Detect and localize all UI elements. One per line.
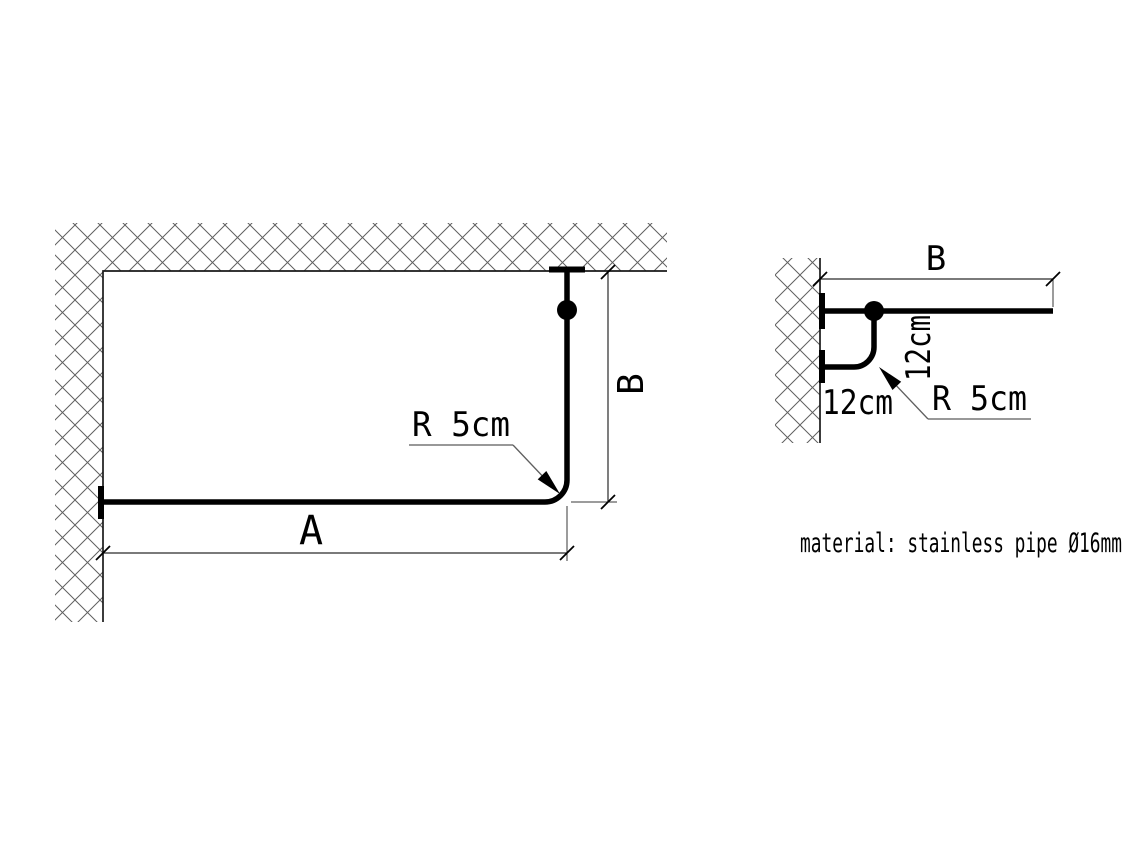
radius-leader-line: [890, 379, 929, 420]
wall-hatch: [775, 258, 820, 443]
dimension-b: B: [571, 264, 652, 510]
radius-callout-label: R 5cm: [932, 379, 1027, 419]
radius-arrowhead-icon: [537, 471, 560, 494]
ceiling-hatch: [55, 223, 667, 271]
radius-arrowhead-icon: [879, 367, 902, 390]
radius-callout-label: R 5cm: [412, 405, 510, 445]
radius-callout: R 5cm: [409, 405, 560, 494]
dimension-tick: [600, 264, 616, 280]
pipe-joint-ball: [557, 300, 577, 320]
dimension-a-label: A: [299, 508, 323, 554]
dimension-tick: [559, 545, 575, 561]
dimension-b-label: B: [926, 239, 946, 279]
material-note: material: stainless pipe Ø16mm: [800, 528, 1122, 559]
dimension-a: A: [95, 506, 575, 561]
dimension-b: B: [812, 239, 1061, 307]
offset-dimension-label: 12cm: [822, 383, 893, 423]
dimension-tick: [600, 494, 616, 510]
dimension-tick: [95, 545, 111, 561]
dimension-tick: [812, 271, 828, 287]
radius-callout: R 5cm: [879, 367, 1031, 420]
front-view: B A R 5cm: [55, 223, 667, 622]
wall-face-line: [102, 270, 667, 622]
support-bracket-pipe: [822, 311, 877, 370]
dimension-b-label: B: [611, 373, 652, 395]
wall-hatch: [55, 271, 103, 622]
dimension-tick: [1045, 271, 1061, 287]
drop-dimension-label: 12cm: [899, 315, 939, 381]
side-view: B 12cm 12cm R 5cm: [775, 239, 1061, 443]
curtain-rod-pipe: [103, 271, 570, 505]
